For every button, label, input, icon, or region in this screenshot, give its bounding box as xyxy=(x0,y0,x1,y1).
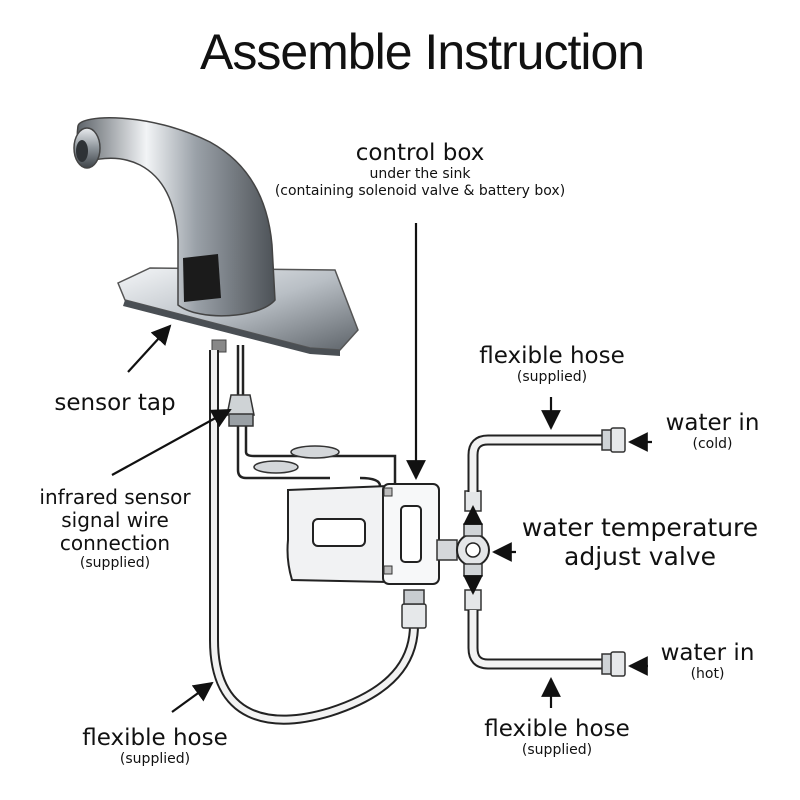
arrow-sensor-tap xyxy=(127,324,172,373)
arrow-infrared xyxy=(111,409,232,476)
label-hose-left: flexible hose (supplied) xyxy=(60,725,250,768)
label-hose-bottom: flexible hose (supplied) xyxy=(462,716,652,759)
signal-wire xyxy=(236,345,397,488)
flexible-hose-left xyxy=(209,350,427,725)
temperature-valve xyxy=(456,490,490,611)
water-hot-title: water in xyxy=(660,640,755,666)
hose-left-title: flexible hose xyxy=(82,725,228,751)
infrared-line3: connection xyxy=(59,531,171,555)
control-box xyxy=(286,483,458,585)
label-temp-valve: water temperature adjust valve xyxy=(515,513,765,572)
label-water-hot: water in (hot) xyxy=(645,640,770,683)
sensor-tap-faucet xyxy=(73,117,359,356)
water-hot-sub: (hot) xyxy=(690,666,725,683)
water-cold-title: water in xyxy=(665,410,760,436)
page-title: Assemble Instruction xyxy=(200,24,645,80)
hose-top-sub: (supplied) xyxy=(516,369,588,386)
infrared-line1: infrared sensor xyxy=(39,485,191,509)
arrow-hose-left xyxy=(171,681,214,713)
control-box-line2: under the sink xyxy=(369,166,471,183)
hose-left-sub: (supplied) xyxy=(119,751,191,768)
infrared-connector xyxy=(226,394,340,474)
temp-valve-line2: adjust valve xyxy=(564,541,716,571)
flexible-hose-cold xyxy=(467,427,626,492)
flexible-hose-hot xyxy=(467,610,626,677)
hose-top-title: flexible hose xyxy=(479,343,625,369)
water-cold-sub: (cold) xyxy=(692,436,733,453)
infrared-sub: (supplied) xyxy=(79,555,151,571)
infrared-line2: signal wire xyxy=(61,508,169,532)
label-hose-top: flexible hose (supplied) xyxy=(462,343,642,386)
label-infrared: infrared sensor signal wire connection (… xyxy=(20,485,210,572)
label-control-box: control box under the sink (containing s… xyxy=(255,140,585,199)
control-box-title: control box xyxy=(355,140,485,166)
temp-valve-line1: water temperature xyxy=(521,513,759,542)
control-box-line3: (containing solenoid valve & battery box… xyxy=(274,182,566,199)
label-water-cold: water in (cold) xyxy=(650,410,775,453)
label-sensor-tap: sensor tap xyxy=(54,390,176,416)
hose-bottom-title: flexible hose xyxy=(484,716,630,742)
hose-bottom-sub: (supplied) xyxy=(521,742,593,759)
